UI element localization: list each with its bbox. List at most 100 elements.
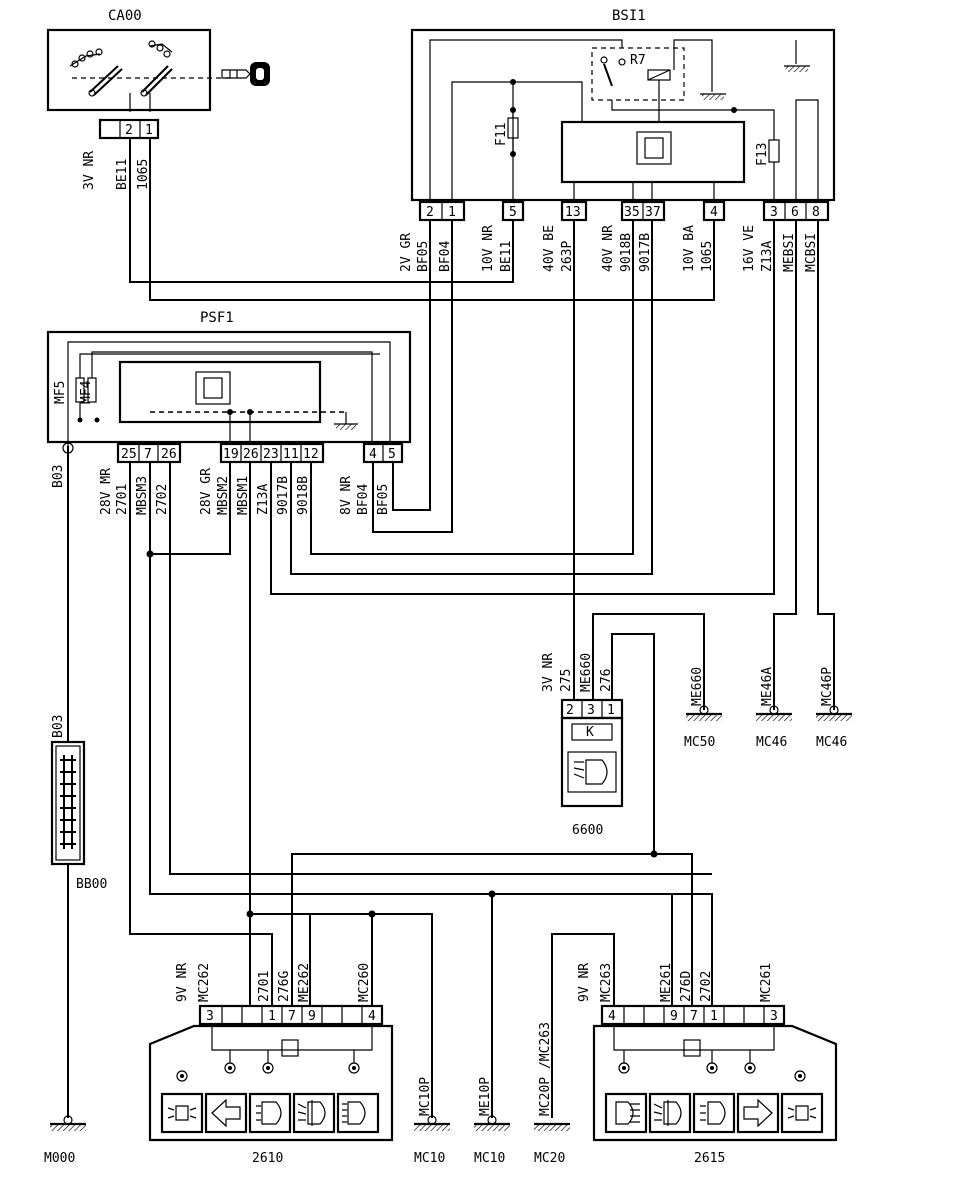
svg-text:3: 3 <box>770 1009 778 1024</box>
svg-text:8V NR: 8V NR <box>339 476 354 515</box>
svg-text:R7: R7 <box>630 53 646 68</box>
svg-text:ME262: ME262 <box>297 963 312 1002</box>
low-beam-icon <box>700 1101 726 1125</box>
svg-text:28V GR: 28V GR <box>199 468 214 515</box>
svg-text:28V MR: 28V MR <box>99 468 114 515</box>
svg-text:2701: 2701 <box>115 484 130 515</box>
svg-text:BF04: BF04 <box>438 241 453 272</box>
svg-text:276: 276 <box>599 669 614 692</box>
svg-text:8: 8 <box>812 205 820 220</box>
svg-text:ME261: ME261 <box>659 963 674 1002</box>
svg-text:MC20: MC20 <box>534 1151 565 1166</box>
wire-harness <box>62 138 835 1118</box>
svg-text:4: 4 <box>368 1009 376 1024</box>
key-icon <box>221 62 270 86</box>
svg-text:MC263: MC263 <box>599 963 614 1002</box>
svg-text:26: 26 <box>161 447 177 462</box>
svg-text:MC261: MC261 <box>759 963 774 1002</box>
svg-text:5: 5 <box>388 447 396 462</box>
psf1-module: PSF1 MF5 MF4 25 7 26 <box>46 310 412 515</box>
svg-text:MC260: MC260 <box>357 963 372 1002</box>
svg-text:BE11: BE11 <box>115 159 130 190</box>
c2615-title: 2615 <box>694 1151 725 1166</box>
svg-text:MF5: MF5 <box>53 381 68 404</box>
left-arrow-icon <box>211 1098 241 1128</box>
svg-text:2702: 2702 <box>699 971 714 1002</box>
headlamp-leveling-control: 2 3 1 K 6600 3V NR 275 ME660 276 <box>541 653 624 838</box>
svg-text:BF05: BF05 <box>416 241 431 272</box>
b03-top-label: B03 <box>51 465 66 488</box>
svg-text:M000: M000 <box>44 1151 75 1166</box>
svg-text:9017B: 9017B <box>638 233 653 272</box>
svg-text:Z13A: Z13A <box>256 484 271 515</box>
svg-text:10V BA: 10V BA <box>682 225 697 272</box>
ca00-title: CA00 <box>108 8 142 24</box>
low-beam-icon <box>256 1101 282 1125</box>
svg-text:6: 6 <box>791 205 799 220</box>
high-beam-icon <box>342 1101 366 1125</box>
chip-icon <box>636 131 672 165</box>
svg-text:26: 26 <box>243 447 259 462</box>
ground-mc46p: MC46P MC46 <box>816 667 852 750</box>
fog-light-icon <box>653 1100 682 1126</box>
svg-text:1: 1 <box>607 703 615 718</box>
svg-text:9018B: 9018B <box>296 476 311 515</box>
svg-text:1065: 1065 <box>700 241 715 272</box>
svg-text:ME10P: ME10P <box>478 1077 493 1116</box>
svg-text:1065: 1065 <box>136 159 151 190</box>
parking-light-icon <box>787 1105 817 1121</box>
svg-text:2: 2 <box>566 703 574 718</box>
svg-text:F13: F13 <box>755 143 770 166</box>
svg-text:MBSM1: MBSM1 <box>236 476 251 515</box>
svg-text:23: 23 <box>263 447 279 462</box>
svg-text:F11: F11 <box>494 123 509 146</box>
svg-text:3: 3 <box>770 205 778 220</box>
svg-text:9V NR: 9V NR <box>175 963 190 1002</box>
svg-text:MCBSI: MCBSI <box>804 233 819 272</box>
svg-text:4: 4 <box>710 205 718 220</box>
svg-text:1: 1 <box>448 205 456 220</box>
parking-light-icon <box>167 1105 197 1121</box>
svg-text:ME660: ME660 <box>579 653 594 692</box>
svg-text:11: 11 <box>283 447 299 462</box>
svg-text:12: 12 <box>303 447 319 462</box>
c2610-title: 2610 <box>252 1151 283 1166</box>
svg-text:2702: 2702 <box>155 484 170 515</box>
svg-text:MC46: MC46 <box>816 735 847 750</box>
svg-text:1: 1 <box>145 123 153 138</box>
bsi1-module: BSI1 R7 F11 F13 <box>399 8 836 272</box>
svg-text:1: 1 <box>268 1009 276 1024</box>
psf1-title: PSF1 <box>200 310 234 326</box>
svg-text:37: 37 <box>645 205 661 220</box>
svg-text:MC20P /MC263: MC20P /MC263 <box>538 1022 553 1116</box>
svg-text:4: 4 <box>608 1009 616 1024</box>
svg-text:MC46P: MC46P <box>820 667 835 706</box>
right-lighting-switch-2615: 4 9 7 1 3 2615 9 <box>577 963 838 1166</box>
svg-text:9017B: 9017B <box>276 476 291 515</box>
battery-symbol <box>50 740 86 866</box>
svg-text:7: 7 <box>144 447 152 462</box>
ground-me660: ME660 MC50 <box>684 667 722 750</box>
ca00-spec: 3V NR <box>82 151 97 190</box>
b03-bottom-label: B03 <box>51 715 66 738</box>
svg-text:2701: 2701 <box>257 971 272 1002</box>
svg-text:16V VE: 16V VE <box>742 225 757 272</box>
chip-icon <box>195 371 231 405</box>
svg-text:BF04: BF04 <box>356 484 371 515</box>
svg-text:MC262: MC262 <box>197 963 212 1002</box>
svg-text:9V NR: 9V NR <box>577 963 592 1002</box>
svg-text:40V NR: 40V NR <box>601 225 616 272</box>
ground-me46a: ME46A MC46 <box>756 667 792 750</box>
svg-text:2: 2 <box>426 205 434 220</box>
svg-text:MC10: MC10 <box>414 1151 445 1166</box>
svg-text:MC50: MC50 <box>684 735 715 750</box>
svg-text:2V GR: 2V GR <box>399 233 414 272</box>
svg-text:3V NR: 3V NR <box>541 653 556 692</box>
svg-text:MBSM3: MBSM3 <box>135 476 150 515</box>
svg-text:Z13A: Z13A <box>760 241 775 272</box>
ground-m000: M000 <box>44 1115 86 1166</box>
ignition-switch-symbol <box>69 40 230 112</box>
svg-text:3: 3 <box>587 703 595 718</box>
svg-text:K: K <box>586 725 594 740</box>
